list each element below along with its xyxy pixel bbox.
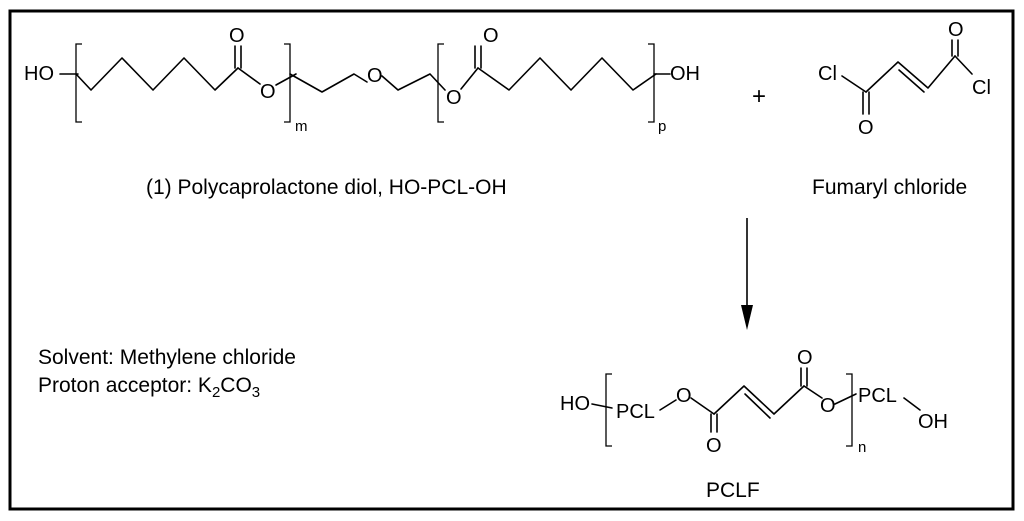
bracket-n-left xyxy=(605,373,612,447)
bond-cl-left xyxy=(841,75,867,93)
reaction-arrow xyxy=(741,218,753,330)
product-carbonyl-o-right-label: O xyxy=(797,347,813,369)
caption-pcl-diol: (1) Polycaprolactone diol, HO-PCL-OH xyxy=(146,176,507,199)
bond-ho-pcl xyxy=(591,403,613,409)
caprolactone-chain-1 xyxy=(75,57,239,91)
bond-product-alkene-inner xyxy=(744,393,771,419)
bond-alkene-inner xyxy=(898,69,925,93)
frame-border xyxy=(8,9,1015,511)
product-pcl-right-label: PCL xyxy=(858,385,897,407)
reactant-pcl-diol: HO O O m O O O p OH (1) Polycaprolactone… xyxy=(24,25,700,199)
bond-pcl-o-left xyxy=(659,399,677,411)
cl-left-label: Cl xyxy=(818,63,837,85)
caprolactone-chain-2 xyxy=(477,57,657,91)
bond-ester-2 xyxy=(460,67,479,90)
ester-o-label-1: O xyxy=(260,81,276,103)
bond-o-carbonyl-left xyxy=(690,397,715,415)
bracket-m-right xyxy=(284,43,291,123)
product-fumarate-backbone xyxy=(713,385,805,415)
proton-acceptor-text: Proton acceptor: K2CO3 xyxy=(38,374,260,401)
repeat-n-label: n xyxy=(858,439,866,456)
bond-pcl-oh xyxy=(903,397,921,411)
bracket-m-left xyxy=(75,43,82,123)
product-ho-label: HO xyxy=(560,393,590,415)
reactant-fumaryl-chloride: Cl O O Cl Fumaryl chloride xyxy=(812,19,991,199)
reaction-conditions: Solvent: Methylene chloride Proton accep… xyxy=(38,346,296,401)
solvent-text: Solvent: Methylene chloride xyxy=(38,346,296,369)
bond-ester-1 xyxy=(237,67,261,85)
bracket-p-left xyxy=(437,43,444,123)
bracket-n-right xyxy=(846,373,853,447)
repeat-p-label: p xyxy=(658,118,666,135)
plus-sign: + xyxy=(752,83,766,110)
bond-cl-right xyxy=(954,55,973,75)
oh-right-label: OH xyxy=(670,63,700,85)
bond-o-pcl-right xyxy=(834,393,857,405)
carbonyl-o-label-2: O xyxy=(483,25,499,47)
fumaryl-backbone xyxy=(865,55,956,93)
cl-right-label: Cl xyxy=(972,77,991,99)
caption-fumaryl-chloride: Fumaryl chloride xyxy=(812,176,967,199)
ester-o-label-2: O xyxy=(446,87,462,109)
ether-o-label: O xyxy=(367,65,383,87)
product-carbonyl-o-left-label: O xyxy=(706,435,722,457)
product-o-right-label: O xyxy=(820,395,836,417)
arrow-head xyxy=(741,305,753,330)
ether-link-left xyxy=(289,73,368,93)
product-pcl-left-label: PCL xyxy=(616,401,655,423)
ho-left-label: HO xyxy=(24,63,54,85)
carbonyl-o-left-label: O xyxy=(858,117,874,139)
product-oh-label: OH xyxy=(918,411,948,433)
carbonyl-o-label-1: O xyxy=(229,25,245,47)
caption-pclf: PCLF xyxy=(706,479,760,502)
bond-carbonyl-o-right xyxy=(803,385,823,399)
repeat-m-label: m xyxy=(295,118,308,135)
bracket-p-right xyxy=(648,43,655,123)
carbonyl-o-right-label: O xyxy=(948,19,964,41)
product-pclf: HO PCL O O O O n PCL OH PCLF xyxy=(560,347,948,502)
product-o-left-label: O xyxy=(676,385,692,407)
ether-link-right xyxy=(381,73,446,91)
